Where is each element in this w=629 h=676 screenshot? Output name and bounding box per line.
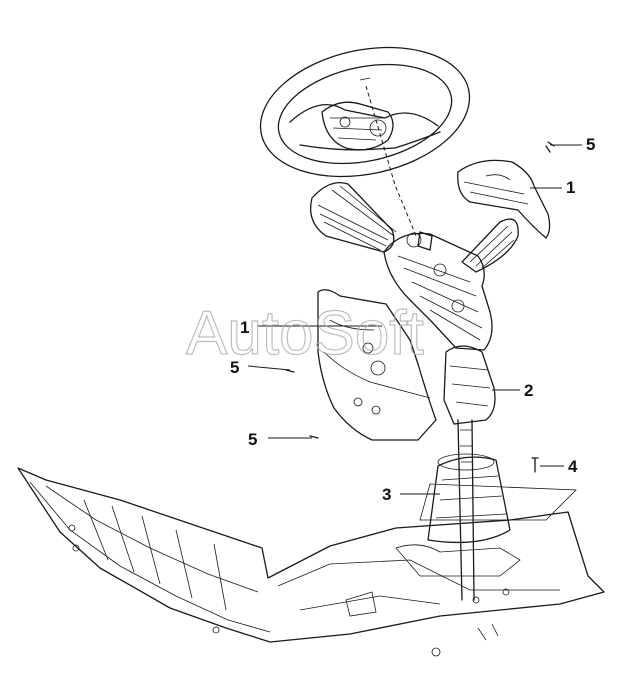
callout-label: 4 bbox=[568, 457, 578, 476]
callout-label: 5 bbox=[230, 358, 239, 377]
floor-pan bbox=[17, 467, 605, 657]
callout-label: 1 bbox=[240, 318, 249, 337]
callout-label: 5 bbox=[248, 430, 257, 449]
callout-label: 3 bbox=[382, 485, 391, 504]
lower-column-cover bbox=[443, 345, 496, 425]
upper-column-cover bbox=[457, 159, 551, 239]
combination-switch-left bbox=[309, 181, 397, 253]
callout-label: 5 bbox=[586, 135, 595, 154]
column-shroud-left bbox=[317, 289, 437, 441]
leader-lines bbox=[247, 144, 582, 495]
callout-label: 1 bbox=[566, 178, 575, 197]
steering-column-mechanism bbox=[383, 231, 493, 351]
screw-icon bbox=[309, 435, 319, 439]
watermark: AutoSoft bbox=[186, 299, 424, 368]
callout-label: 2 bbox=[524, 381, 533, 400]
steering-shaft bbox=[457, 419, 475, 601]
combination-switch-right bbox=[461, 218, 519, 273]
axis-line bbox=[365, 85, 418, 239]
shaft-boot bbox=[427, 453, 511, 544]
screw-icon bbox=[531, 457, 539, 473]
wheel-bolt bbox=[359, 77, 371, 81]
screw-icon bbox=[285, 369, 295, 373]
steering-wheel bbox=[259, 46, 471, 178]
screw-icon bbox=[545, 141, 555, 153]
